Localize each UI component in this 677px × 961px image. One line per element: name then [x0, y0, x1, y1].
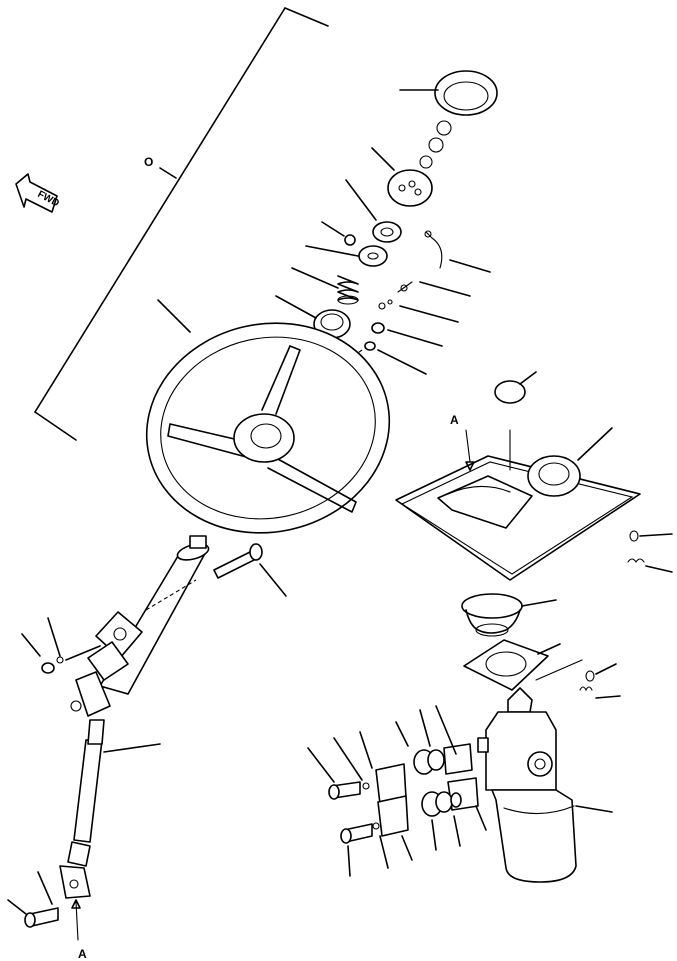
bracket-bolts	[307, 737, 380, 877]
small-nut	[321, 221, 356, 246]
contact-nut	[345, 179, 402, 243]
steering-gear-box	[477, 687, 613, 883]
horn-button-plate	[371, 147, 433, 207]
horn-cap	[399, 70, 498, 116]
gasket	[463, 639, 583, 691]
fwd-arrow: FWD	[15, 173, 61, 213]
bracket-marker: O	[144, 155, 153, 169]
column-cover-plate: A	[395, 371, 641, 581]
horn-wire	[424, 230, 491, 273]
snap-rings	[419, 120, 452, 169]
gasket-bolts	[579, 663, 621, 699]
view-a-top-label: A	[450, 413, 459, 427]
view-a-bottom-label: A	[78, 947, 87, 961]
steering-column	[21, 535, 210, 717]
fittings	[395, 709, 462, 851]
mount-brackets	[359, 705, 487, 869]
yoke-bolt: A	[7, 871, 87, 961]
cover-bolts	[627, 530, 673, 573]
dust-boot	[461, 593, 557, 637]
contact-washer	[305, 245, 388, 267]
group-bracket: O	[34, 7, 329, 441]
contact-screws	[339, 281, 471, 375]
steering-wheel	[145, 299, 391, 534]
lower-shaft	[59, 719, 161, 899]
column-bolt	[213, 543, 287, 597]
spring	[291, 267, 359, 305]
